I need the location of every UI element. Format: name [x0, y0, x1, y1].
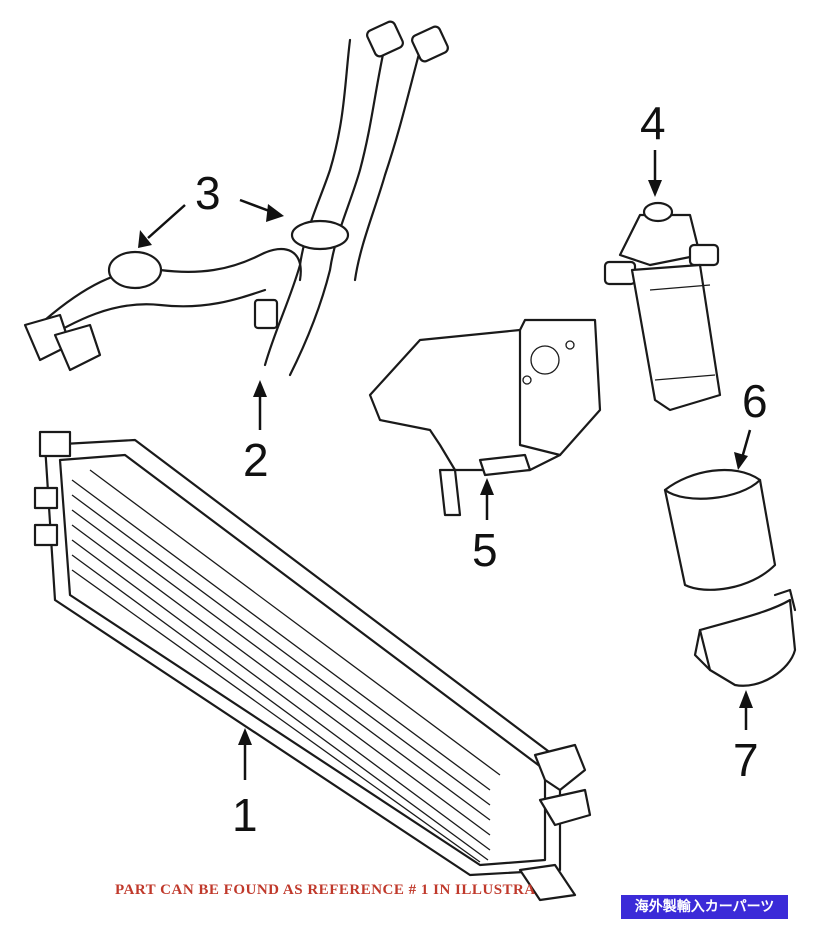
part-2-hose-assembly — [23, 20, 449, 377]
callout-6: 6 — [742, 375, 768, 427]
part-4-pump — [603, 201, 722, 412]
callout-4: 4 — [640, 97, 666, 149]
part-5-bracket — [368, 318, 602, 517]
callout-3: 3 — [195, 167, 221, 219]
leader-arrows — [138, 150, 753, 780]
callout-2: 2 — [243, 434, 269, 486]
part-1-radiator — [33, 430, 592, 902]
callout-7: 7 — [733, 734, 759, 786]
callout-1: 1 — [232, 789, 258, 841]
callout-5: 5 — [472, 524, 498, 576]
reference-note: PART CAN BE FOUND AS REFERENCE # 1 IN IL… — [115, 882, 536, 898]
shop-badge: 海外製輸入カーパーツ — [621, 895, 788, 919]
part-6-sleeve — [663, 468, 777, 591]
part-7-clamp — [693, 588, 797, 687]
